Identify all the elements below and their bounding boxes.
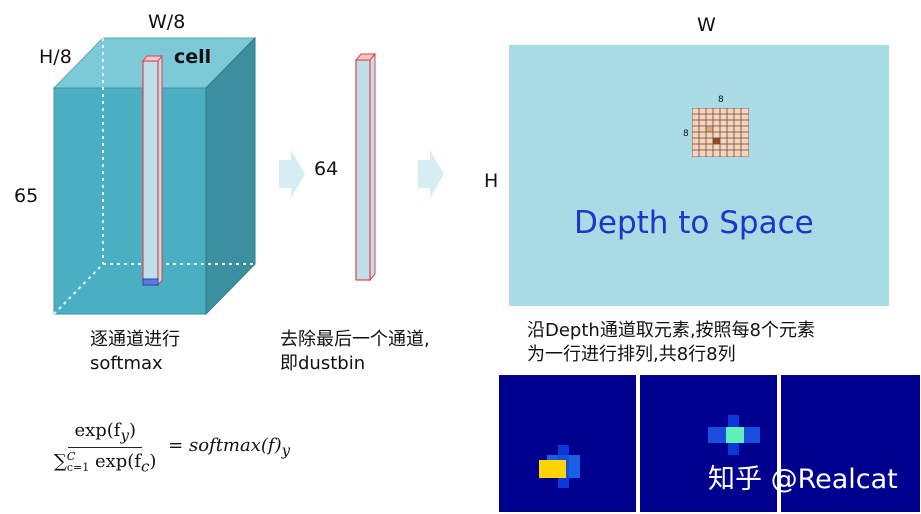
- depth-caption-line1: 沿Depth通道取元素,按照每8个元素: [527, 320, 815, 341]
- width-label: W: [697, 14, 716, 36]
- watermark: 知乎 @Realcat: [708, 464, 898, 495]
- softmax-caption: 逐通道进行 softmax: [90, 328, 180, 376]
- formula-numerator: exp(fy): [68, 420, 142, 448]
- cube-front-face: [53, 87, 207, 315]
- depth-to-space-title: Depth to Space: [574, 205, 814, 241]
- grid-cols-8-label: 8: [718, 95, 724, 105]
- height-over-8-label: H/8: [39, 46, 72, 68]
- cell-8x8-grid: [692, 108, 749, 157]
- cell-label: cell: [174, 46, 212, 68]
- grid-rows-8-label: 8: [683, 129, 689, 139]
- cell-column-front: [142, 60, 159, 286]
- channels-65-label: 65: [14, 185, 39, 207]
- softmax-caption-line2: softmax: [90, 353, 163, 374]
- cube-hidden-edge-1: [53, 263, 104, 315]
- cube-side-face: [205, 36, 256, 316]
- dustbin-caption-line1: 去除最后一个通道,: [280, 329, 430, 350]
- heatmap-2: [640, 375, 777, 512]
- width-over-8-label: W/8: [148, 11, 186, 33]
- formula-rhs: = softmax(f)y: [168, 435, 291, 460]
- softmax-caption-line1: 逐通道进行: [90, 329, 180, 350]
- channel-column-64: [354, 52, 377, 282]
- full-resolution-plane: [509, 45, 889, 306]
- feature-cube: [52, 36, 257, 316]
- dustbin-caption-line2: 即dustbin: [280, 353, 366, 374]
- cell-column-top: [141, 55, 164, 62]
- channels-64-label: 64: [314, 158, 339, 180]
- arrow-right-1: [279, 150, 305, 198]
- heatmap-1: [499, 375, 636, 512]
- heatmap-3: [781, 375, 920, 512]
- arrow-right-2: [418, 150, 444, 198]
- cell-column-last-channel: [142, 278, 159, 286]
- height-label: H: [484, 170, 499, 192]
- dustbin-caption: 去除最后一个通道, 即dustbin: [280, 328, 430, 376]
- depth-caption-line2: 为一行进行排列,共8行8列: [527, 344, 736, 365]
- depth-caption: 沿Depth通道取元素,按照每8个元素 为一行进行排列,共8行8列: [527, 319, 815, 367]
- cell-column-side: [157, 54, 163, 287]
